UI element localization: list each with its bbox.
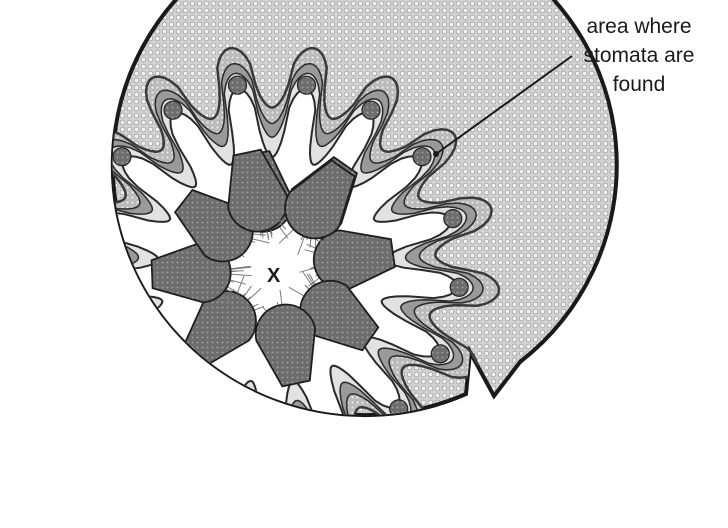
vascular-bundle [331,436,349,454]
vascular-bundle [413,148,431,166]
vascular-bundle [136,400,154,418]
stomata-annotation: area where stomata are found [548,12,728,99]
annotation-line-3: found [548,70,728,99]
vascular-bundle [229,76,247,94]
vascular-bundle [82,210,100,228]
vascular-bundle [450,278,468,296]
vascular-bundle [298,76,316,94]
vascular-bundle [113,148,131,166]
center-label-x: X [267,265,280,288]
vascular-bundle [263,449,281,467]
annotation-line-1: area where [548,12,728,41]
annotation-line-2: stomata are [548,41,728,70]
vascular-bundle [164,101,182,119]
vascular-bundle [95,345,113,363]
vascular-bundle [444,210,462,228]
annotation-leader-end [433,151,439,157]
vascular-bundle [76,278,94,296]
vascular-bundle [195,436,213,454]
vascular-bundle [431,345,449,363]
vascular-bundle [362,101,380,119]
